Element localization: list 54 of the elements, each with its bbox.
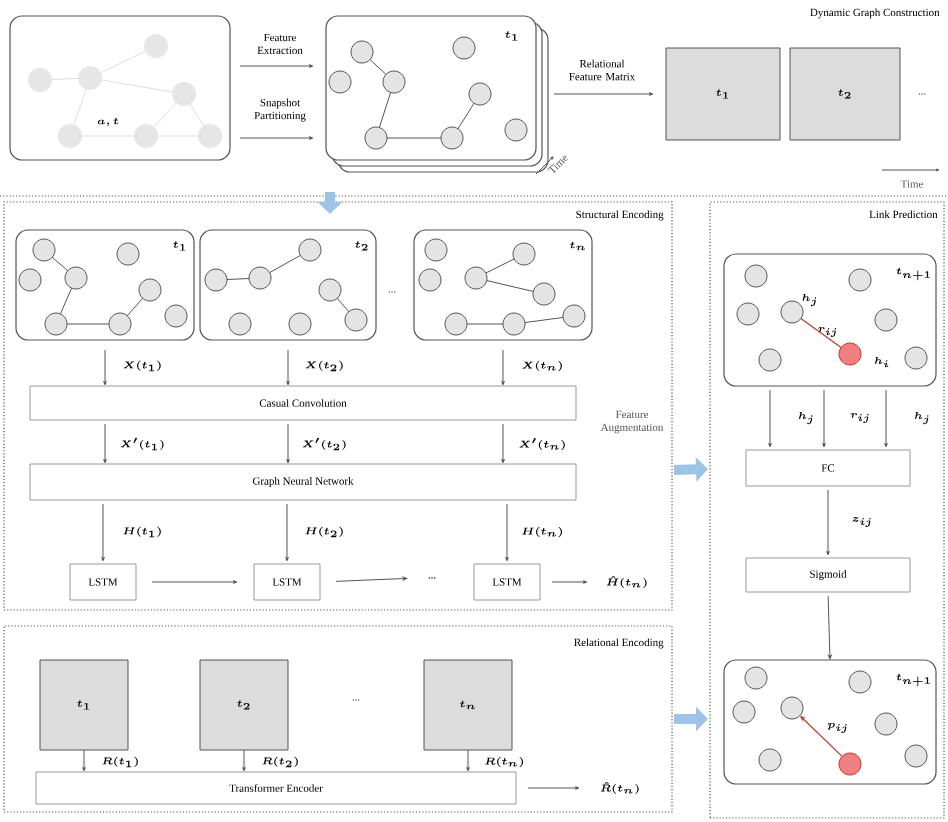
arrow (553, 92, 654, 96)
arrow (551, 580, 588, 584)
edge-label: $R(t_2)$ (262, 756, 298, 768)
matrix-box: $t_1$ (665, 47, 781, 141)
edge-label: $z_{ij}$ (852, 517, 871, 527)
edge-label: $X'(t_1)$ (120, 437, 164, 451)
arrow (285, 503, 289, 562)
edge-label: $X(t_1)$ (123, 360, 161, 372)
arrow (501, 423, 505, 464)
arrow (286, 349, 290, 386)
snapshot-box: $t_1$ (15, 229, 195, 341)
edge-label: $R(t_1)$ (102, 756, 138, 768)
arrow (103, 423, 107, 464)
edge-label: $R(t_n)$ (485, 757, 524, 767)
edge-label: $H(t_1)$ (123, 526, 161, 538)
graph-box: $t_{n+1}$ $h_j$ $r_{ij}$ $h_i$ (723, 253, 937, 387)
arrow (239, 136, 314, 140)
arrow (82, 749, 86, 772)
edge-label: $X(t_n)$ (522, 361, 562, 371)
edge-label: $H(t_n)$ (522, 527, 563, 537)
arrow (103, 349, 107, 386)
snapshot-box: $t_2$ (199, 229, 377, 341)
output-label: $\hat{R}(t_n)$ (600, 782, 639, 794)
arrow (826, 489, 830, 556)
edge-label: $H(t_2)$ (305, 526, 343, 538)
edge-label: $X'(t_n)$ (519, 437, 565, 451)
arrow (527, 786, 580, 790)
edge-label: $X(t_2)$ (305, 360, 343, 372)
matrix-box: $t_2$ (789, 47, 901, 141)
edge-label: $h_j$ (799, 411, 813, 425)
arrow (501, 349, 505, 386)
arrow (335, 576, 408, 582)
graph-box: $a, t$ (9, 15, 231, 161)
edge-label: $X'(t_2)$ (302, 437, 346, 451)
arrow (466, 749, 470, 772)
output-label: $\hat{H}(t_n)$ (606, 576, 647, 588)
snapshot-box: $t_n$ (413, 229, 593, 341)
arrow (286, 423, 290, 464)
snapshot-stack: $t_1$ (325, 15, 549, 173)
arrow (768, 389, 772, 448)
arrow (239, 64, 314, 68)
arrow (151, 580, 238, 584)
edge-label: $h_j$ (915, 411, 929, 425)
arrow (505, 503, 509, 562)
edge-label: $r_{ij}$ (850, 413, 869, 423)
matrix-box: $t_2$ (199, 659, 289, 751)
matrix-box: $t_1$ (39, 659, 129, 751)
arrow (884, 389, 888, 448)
matrix-box: $t_n$ (423, 659, 513, 751)
graph-box: $t_{n+1}$ $p_{ij}$ (723, 659, 937, 785)
arrow (822, 389, 826, 448)
arrow (242, 749, 246, 772)
arrow (827, 595, 832, 660)
arrow (101, 503, 105, 562)
